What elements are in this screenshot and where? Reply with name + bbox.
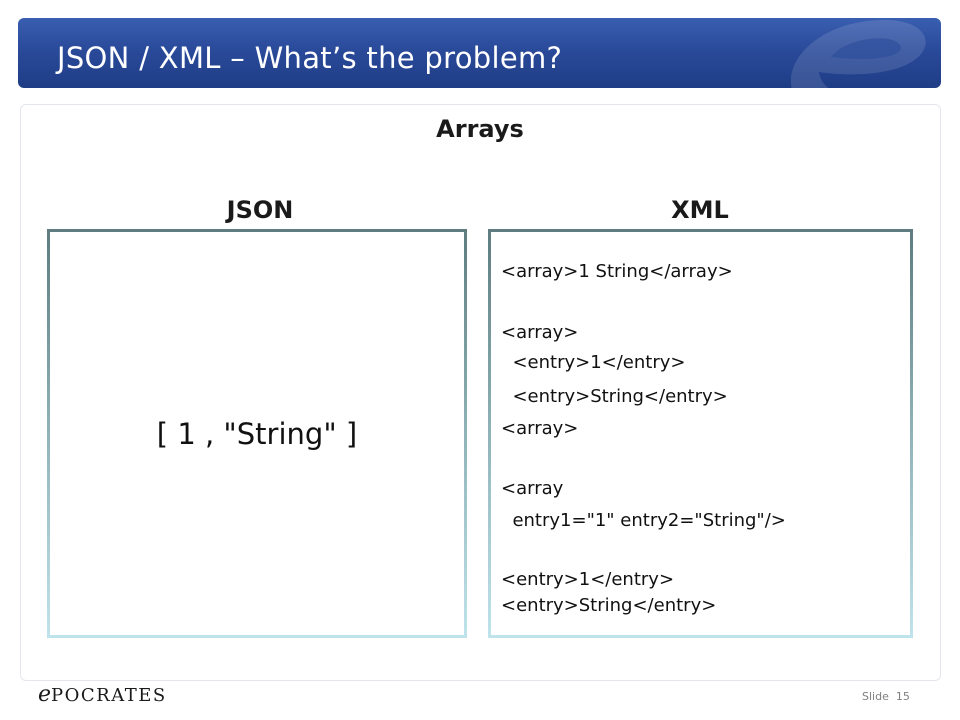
xml-line: <entry>String</entry>: [501, 595, 717, 616]
xml-example-box: <array>1 String</array> <array> <entry>1…: [488, 229, 913, 638]
page-title: JSON / XML – What’s the problem?: [57, 41, 563, 75]
slide-number-value: 15: [895, 690, 910, 703]
json-example-box: [ 1 , "String" ]: [47, 229, 467, 638]
xml-line: <entry>1</entry>: [501, 352, 686, 373]
logo-initial: e: [38, 682, 52, 707]
xml-line: <array: [501, 478, 564, 499]
xml-line: <array>: [501, 418, 579, 439]
title-bar: JSON / XML – What’s the problem?: [18, 18, 941, 88]
xml-line: <array>: [501, 322, 579, 343]
xml-heading: XML: [671, 196, 729, 224]
logo-text: POCRATES: [51, 685, 167, 706]
json-heading: JSON: [226, 196, 294, 224]
slide-number: Slide 15: [862, 690, 910, 703]
xml-line: <array>1 String</array>: [501, 261, 733, 282]
epocrates-logo: ePOCRATES: [38, 682, 167, 712]
json-example-text: [ 1 , "String" ]: [156, 417, 358, 451]
xml-line: <entry>String</entry>: [501, 386, 728, 407]
section-heading: Arrays: [436, 115, 524, 143]
slide-label: Slide: [862, 690, 889, 703]
xml-line: entry1="1" entry2="String"/>: [501, 510, 786, 531]
xml-line: <entry>1</entry>: [501, 569, 675, 590]
epocrates-e-watermark-icon: [790, 19, 926, 88]
